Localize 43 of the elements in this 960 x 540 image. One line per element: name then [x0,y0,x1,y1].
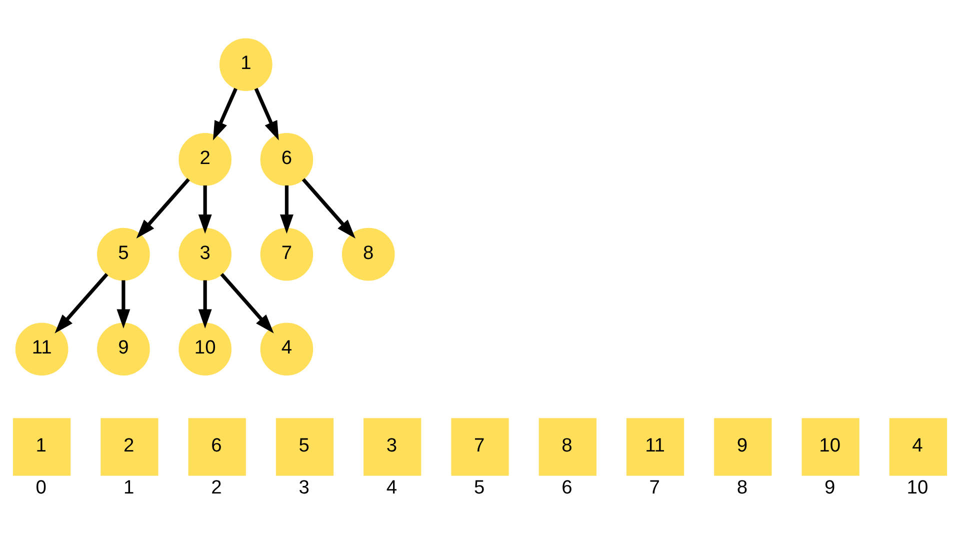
node-label: 1 [123,477,134,498]
node-box: 1 [13,418,71,476]
node-circle: 6 [260,132,314,186]
node-label: 3 [298,477,310,498]
arrow [198,184,212,234]
node-label: 9 [824,477,836,498]
arrow [213,87,238,140]
node-box: 6 [188,418,246,476]
node-label: 4 [386,477,398,498]
node-circle: 10 [178,322,232,376]
node-circle: 8 [342,227,395,280]
node-box: 10 [802,418,860,476]
node-label: 6 [562,477,572,498]
node-circle: 1 [220,38,272,91]
arrow [198,280,212,328]
node-box: 5 [276,418,334,476]
node-box: 9 [714,418,772,476]
node-label: 0 [36,477,46,498]
node-circle: 11 [15,322,68,376]
node-box: 8 [538,418,596,476]
node-circle: 4 [260,322,314,376]
arrow [220,272,274,333]
node-label: 7 [649,477,660,498]
node-box: 11 [626,418,684,476]
node-circle: 5 [97,227,150,280]
node-label: 5 [474,477,485,498]
node-box: 2 [100,418,158,476]
node-circle: 3 [178,227,232,280]
arrow [116,280,130,328]
node-box: 4 [889,418,947,476]
node-circle: 2 [178,132,232,186]
node-box: 3 [364,418,422,476]
arrow [302,178,356,238]
node-label: 10 [906,477,928,498]
arrow [136,178,190,238]
node-label: 2 [211,477,222,498]
node-circle: 9 [97,322,150,376]
node-box: 7 [451,418,509,476]
node-label: 8 [736,477,748,498]
arrow [254,87,279,140]
arrow [280,184,294,234]
node-circle: 7 [260,227,314,280]
arrow [54,272,108,333]
